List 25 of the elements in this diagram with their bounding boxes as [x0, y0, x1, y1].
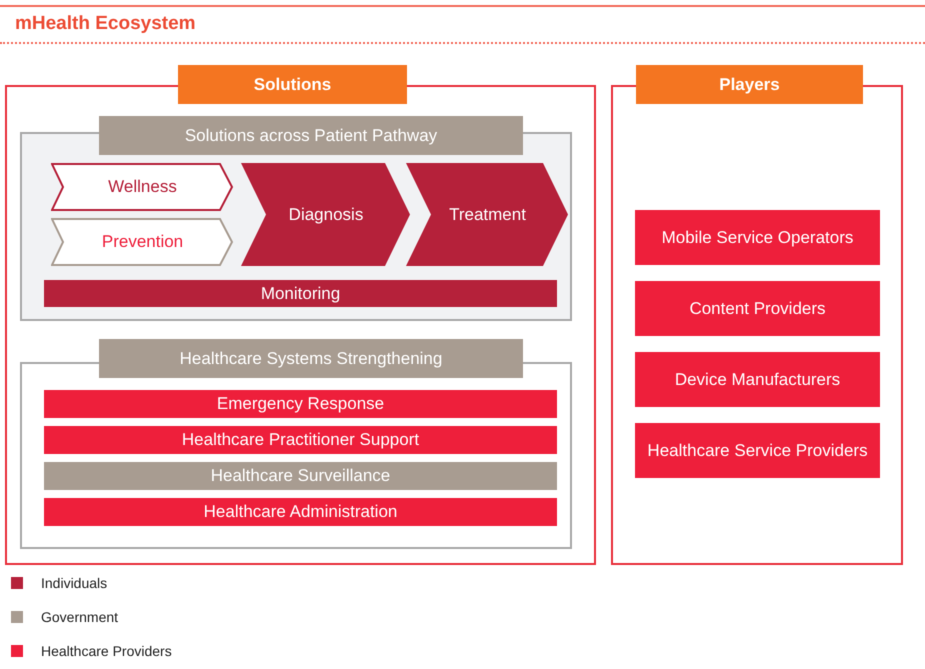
- chevron-step: Treatment: [406, 163, 569, 266]
- legend-label: Healthcare Providers: [41, 643, 172, 659]
- category-bar: Device Manufacturers: [635, 352, 880, 407]
- group-panel: [20, 116, 572, 321]
- category-bar: Healthcare Practitioner Support: [44, 426, 557, 454]
- category-bar: Content Providers: [635, 281, 880, 336]
- chevron-step: Wellness: [51, 163, 234, 211]
- legend-label: Government: [41, 609, 118, 625]
- group-header: Healthcare Systems Strengthening: [99, 339, 523, 378]
- diagram-title: mHealth Ecosystem: [15, 13, 196, 35]
- chevron-step: Diagnosis: [241, 163, 411, 266]
- group-panel: [20, 339, 572, 549]
- category-bar: Emergency Response: [44, 390, 557, 418]
- category-bar: Healthcare Service Providers: [635, 423, 880, 478]
- category-bar: Monitoring: [44, 280, 557, 307]
- chevron-step: Prevention: [51, 218, 234, 266]
- group-header: Solutions across Patient Pathway: [99, 116, 523, 155]
- legend-label: Individuals: [41, 575, 108, 591]
- section-panel: [611, 65, 903, 565]
- section-panel: [5, 65, 596, 565]
- category-bar: Mobile Service Operators: [635, 210, 880, 265]
- section-header: Players: [636, 65, 863, 104]
- section-header: Solutions: [178, 65, 407, 104]
- category-bar: Healthcare Surveillance: [44, 462, 557, 490]
- category-bar: Healthcare Administration: [44, 498, 557, 526]
